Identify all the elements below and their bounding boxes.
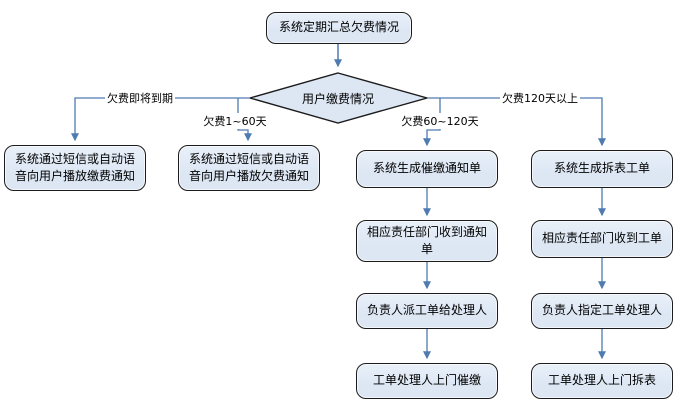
step-door-meter-removal-node: 工单处理人上门拆表 bbox=[531, 363, 673, 399]
start-node: 系统定期汇总欠费情况 bbox=[266, 12, 412, 44]
connector-branch-overdue-soon bbox=[71, 97, 250, 142]
branch-label-60-120-days: 欠费60~120天 bbox=[399, 113, 481, 129]
connector-branch-over-120-days bbox=[427, 97, 606, 147]
step-dept-receives-workorder-node: 相应责任部门收到工单 bbox=[531, 220, 673, 258]
step-assign-workorder-node: 负责人派工单给处理人 bbox=[356, 293, 498, 329]
step-sms-arrears-notice-node: 系统通过短信或自动语音向用户播放欠费通知 bbox=[178, 145, 320, 191]
step-dept-receives-notice-node: 相应责任部门收到通知单 bbox=[356, 220, 498, 262]
branch-label-overdue-soon: 欠费即将到期 bbox=[105, 90, 175, 106]
decision-node-label: 用户缴费情况 bbox=[301, 91, 374, 106]
step-generate-removal-workorder-node: 系统生成拆表工单 bbox=[531, 150, 673, 188]
step-door-collection-node: 工单处理人上门催缴 bbox=[356, 363, 498, 399]
step-generate-collection-notice-node: 系统生成催缴通知单 bbox=[356, 150, 498, 188]
branch-label-1-60-days: 欠费1~60天 bbox=[201, 113, 269, 129]
step-designate-handler-node: 负责人指定工单处理人 bbox=[531, 293, 673, 329]
decision-diamond-shape bbox=[247, 72, 430, 124]
step-sms-payment-notice-node: 系统通过短信或自动语音向用户播放缴费通知 bbox=[4, 145, 146, 191]
branch-label-over-120-days: 欠费120天以上 bbox=[500, 90, 580, 106]
